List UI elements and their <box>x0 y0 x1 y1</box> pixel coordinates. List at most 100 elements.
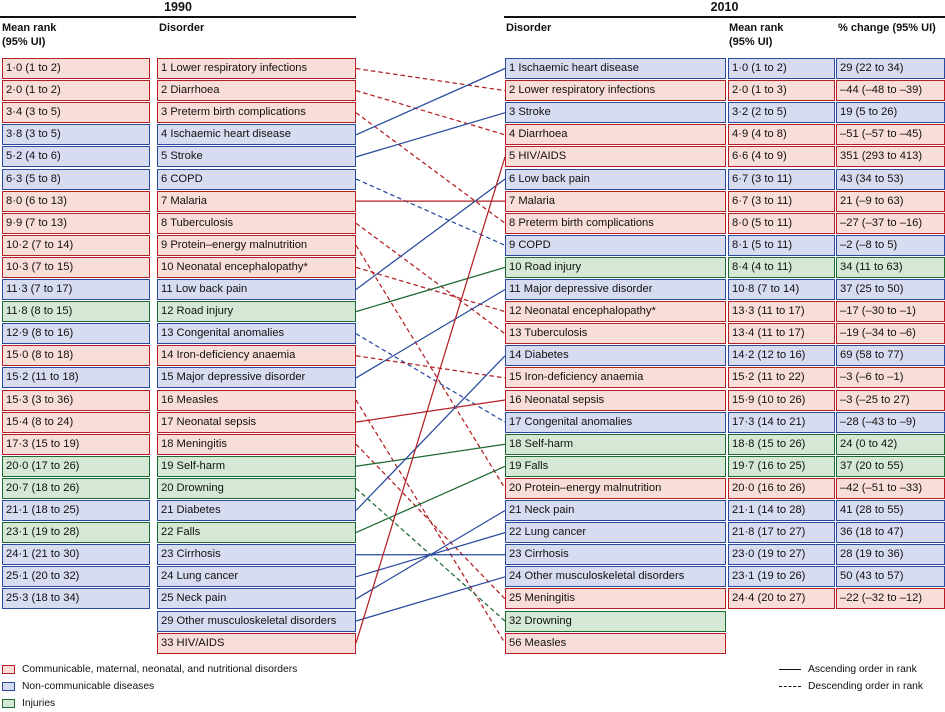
left-disorder-cell: 29 Other musculoskeletal disorders <box>157 610 356 632</box>
right-pct-change-cell: 43 (34 to 53) <box>836 168 945 190</box>
connector-line-descending <box>355 355 506 379</box>
connector-line-descending <box>355 487 506 622</box>
right-pct-change-cell: –28 (–43 to –9) <box>836 411 945 433</box>
left-disorder-cell: 11 Low back pain <box>157 279 356 300</box>
connector-line-descending <box>355 112 506 224</box>
right-disorder-cell: 11 Major depressive disorder <box>505 279 726 300</box>
connector-line-ascending <box>355 266 506 313</box>
right-disorder-cell: 24 Other musculoskeletal disorders <box>505 566 726 588</box>
legend-label: Ascending order in rank <box>808 664 917 675</box>
left-disorder-cell: 3 Preterm birth complications <box>157 102 356 124</box>
right-mean-rank-cell: 15·2 (11 to 22) <box>728 367 835 389</box>
right-pct-change-cell: 24 (0 to 42) <box>836 433 945 455</box>
right-pct-change-cell: –22 (–32 to –12) <box>836 588 945 610</box>
right-disorder-cell: 9 COPD <box>505 234 726 256</box>
left-disorder-cell: 18 Meningitis <box>157 433 356 455</box>
left-disorder-header: Disorder <box>159 22 205 34</box>
right-mean-rank-cell: 24·4 (20 to 27) <box>728 588 835 610</box>
left-disorder-cell: 6 COPD <box>157 168 356 190</box>
right-pct-change-cell: 37 (25 to 50) <box>836 279 945 300</box>
right-disorder-cell: 32 Drowning <box>505 610 726 632</box>
legend-item-inj: Injuries <box>2 695 297 712</box>
legend-solid-line-icon <box>779 669 801 670</box>
right-pct-change-cell: 36 (18 to 47) <box>836 522 945 544</box>
right-mean-rank-cell: 21·8 (17 to 27) <box>728 522 835 544</box>
right-mean-rank-cell: 13·4 (11 to 17) <box>728 323 835 345</box>
right-disorder-cell: 19 Falls <box>505 455 726 477</box>
right-mean-rank-cell: 2·0 (1 to 3) <box>728 80 835 102</box>
right-disorder-cell: 5 HIV/AIDS <box>505 146 726 168</box>
right-mean-rank-header: Mean rank (95% UI) <box>729 22 784 48</box>
right-disorder-cell: 10 Road injury <box>505 256 726 278</box>
right-disorder-cell: 1 Ischaemic heart disease <box>505 58 726 79</box>
left-disorder-cell: 14 Iron-deficiency anaemia <box>157 345 356 367</box>
right-mean-rank-cell: 6·6 (4 to 9) <box>728 146 835 168</box>
right-mean-rank-cell: 23·1 (19 to 26) <box>728 566 835 588</box>
left-disorder-cell: 7 Malaria <box>157 190 356 212</box>
left-year-title: 1990 <box>164 0 192 14</box>
left-mean-rank-cell: 25·1 (20 to 32) <box>2 566 150 588</box>
left-disorder-cell: 25 Neck pain <box>157 588 356 610</box>
connector-line-ascending <box>355 443 506 467</box>
left-mean-rank-cell: 21·1 (18 to 25) <box>2 500 150 521</box>
left-mean-rank-cell: 6·3 (5 to 8) <box>2 168 150 190</box>
right-pct-change-cell: 19 (5 to 26) <box>836 102 945 124</box>
left-mean-rank-cell: 5·2 (4 to 6) <box>2 146 150 168</box>
right-header-rule <box>504 16 945 18</box>
right-disorder-cell: 3 Stroke <box>505 102 726 124</box>
left-disorder-cell: 24 Lung cancer <box>157 566 356 588</box>
connector-line-descending <box>355 222 506 335</box>
left-mean-rank-cell: 10·3 (7 to 15) <box>2 256 150 278</box>
right-disorder-cell: 20 Protein–energy malnutrition <box>505 477 726 499</box>
left-disorder-cell: 4 Ischaemic heart disease <box>157 124 356 146</box>
right-disorder-cell: 14 Diabetes <box>505 345 726 367</box>
left-disorder-cell: 1 Lower respiratory infections <box>157 58 356 79</box>
right-pct-change-cell: 34 (11 to 63) <box>836 256 945 278</box>
left-disorder-cell: 22 Falls <box>157 522 356 544</box>
left-disorder-cell: 17 Neonatal sepsis <box>157 411 356 433</box>
right-disorder-cell: 12 Neonatal encephalopathy* <box>505 301 726 323</box>
right-disorder-cell: 13 Tuberculosis <box>505 323 726 345</box>
right-mean-rank-cell: 1·0 (1 to 2) <box>728 58 835 79</box>
right-pct-change-cell: 21 (–9 to 63) <box>836 190 945 212</box>
legend-swatch-inj-icon <box>2 699 15 708</box>
left-mean-rank-cell: 15·0 (8 to 18) <box>2 345 150 367</box>
connector-line-ascending <box>355 288 506 379</box>
right-disorder-header: Disorder <box>506 22 552 34</box>
connector-line-ascending <box>355 576 506 622</box>
left-header-rule <box>0 16 356 18</box>
legend-item-ncd: Non-communicable diseases <box>2 678 297 695</box>
legend-item-dashed-line: Descending order in rank <box>779 678 923 695</box>
right-disorder-cell: 6 Low back pain <box>505 168 726 190</box>
left-disorder-cell: 33 HIV/AIDS <box>157 632 356 654</box>
right-pct-change-cell: –44 (–48 to –39) <box>836 80 945 102</box>
right-pct-change-cell: 28 (19 to 36) <box>836 544 945 566</box>
right-mean-rank-cell: 20·0 (16 to 26) <box>728 477 835 499</box>
connector-line-descending <box>355 333 506 423</box>
right-mean-rank-cell: 15·9 (10 to 26) <box>728 389 835 411</box>
connector-line-descending <box>355 266 506 313</box>
legend-label: Non-communicable diseases <box>22 681 155 692</box>
left-disorder-cell: 15 Major depressive disorder <box>157 367 356 389</box>
left-disorder-cell: 12 Road injury <box>157 301 356 323</box>
legend-label: Injuries <box>22 698 56 709</box>
left-mean-rank-cell: 3·4 (3 to 5) <box>2 102 150 124</box>
right-disorder-cell: 25 Meningitis <box>505 588 726 610</box>
right-disorder-cell: 4 Diarrhoea <box>505 124 726 146</box>
legend-dashed-line-icon <box>779 686 801 687</box>
connector-line-descending <box>355 443 506 600</box>
left-mean-rank-cell: 11·3 (7 to 17) <box>2 279 150 300</box>
legend-item-solid-line: Ascending order in rank <box>779 661 923 678</box>
right-mean-rank-cell: 13·3 (11 to 17) <box>728 301 835 323</box>
connector-line-ascending <box>355 399 506 423</box>
right-disorder-cell: 7 Malaria <box>505 190 726 212</box>
right-pct-change-cell: 50 (43 to 57) <box>836 566 945 588</box>
connector-line-descending <box>355 399 506 644</box>
left-mean-rank-cell: 3·8 (3 to 5) <box>2 124 150 146</box>
right-year-title: 2010 <box>710 0 739 14</box>
left-mean-rank-cell: 20·7 (18 to 26) <box>2 477 150 499</box>
left-disorder-cell: 21 Diabetes <box>157 500 356 521</box>
right-pct-change-header: % change (95% UI) <box>838 22 936 34</box>
left-mean-rank-cell: 8·0 (6 to 13) <box>2 190 150 212</box>
